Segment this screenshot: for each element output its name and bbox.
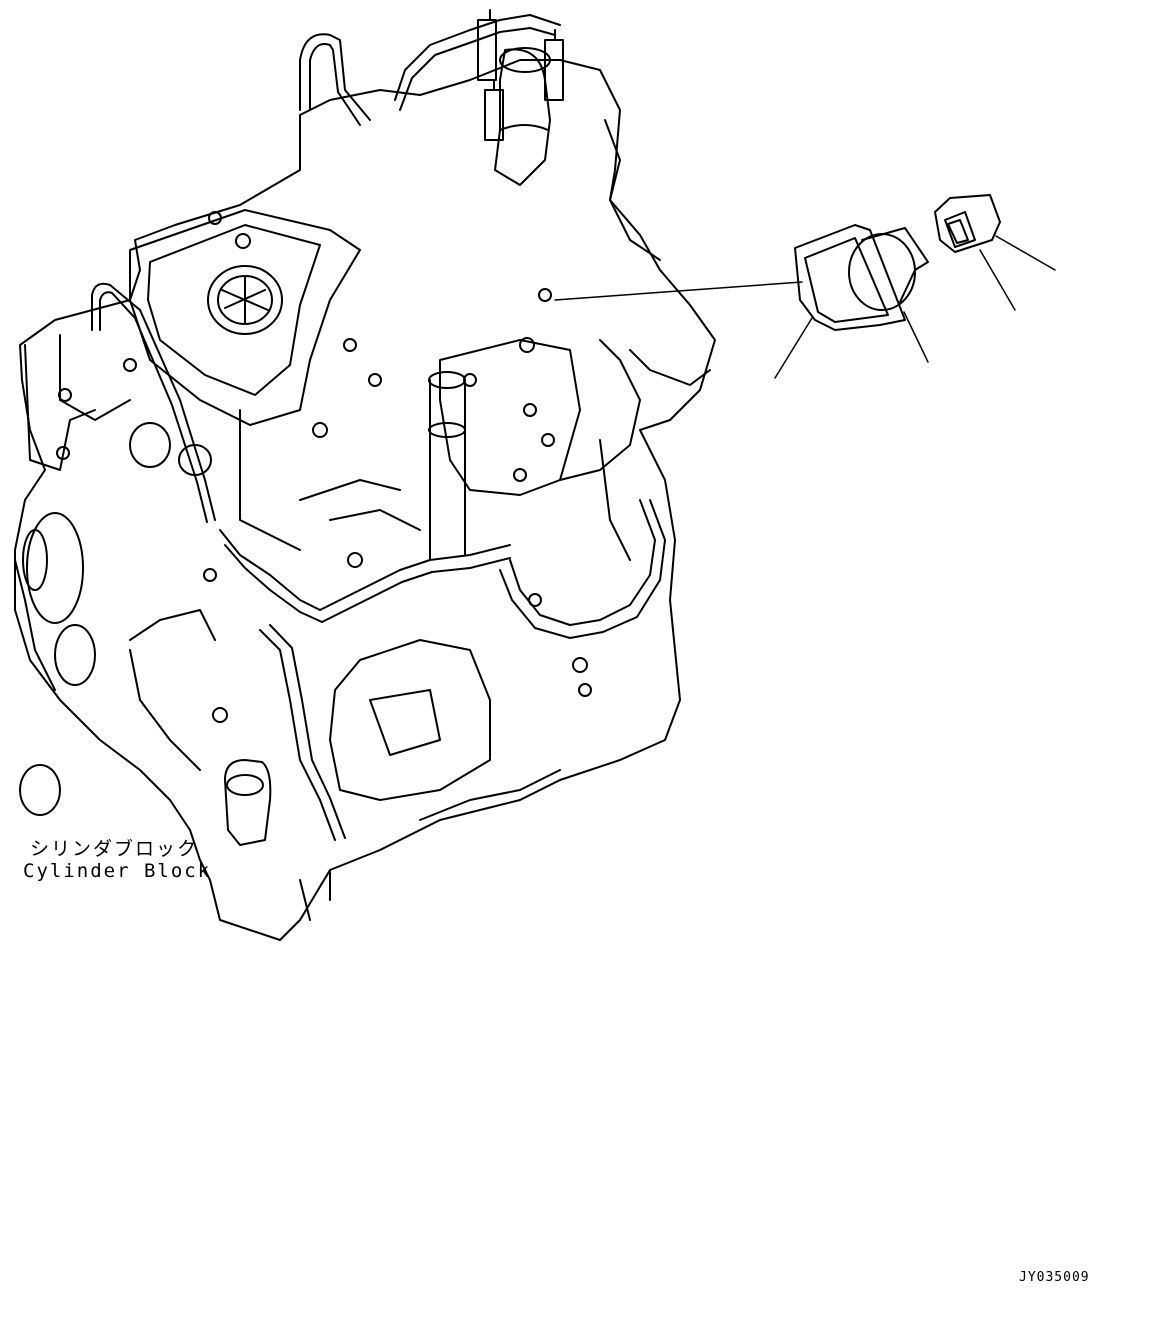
cylinder-block-outline — [15, 60, 715, 940]
coolant-pipe — [430, 380, 465, 560]
engine-assembly — [15, 10, 715, 940]
connector-cap-large — [795, 225, 928, 330]
engine-controller — [440, 340, 580, 495]
leader-lines — [555, 236, 1055, 378]
cylinder-block-label-en: Cylinder Block — [23, 860, 212, 882]
wiring-harness — [220, 15, 710, 840]
dipstick-tube — [92, 284, 215, 520]
drawing-id: JY035009 — [1019, 1270, 1090, 1285]
intake-elbow — [495, 49, 550, 185]
fuel-injectors — [478, 10, 563, 140]
starter-motor — [330, 640, 490, 800]
oil-filler-cap — [208, 266, 282, 334]
cylinder-block-label-ja: シリンダブロック — [30, 838, 199, 860]
valve-cover — [130, 210, 360, 425]
connector-plug-small — [935, 195, 1000, 252]
mounting-bolts — [57, 212, 591, 722]
